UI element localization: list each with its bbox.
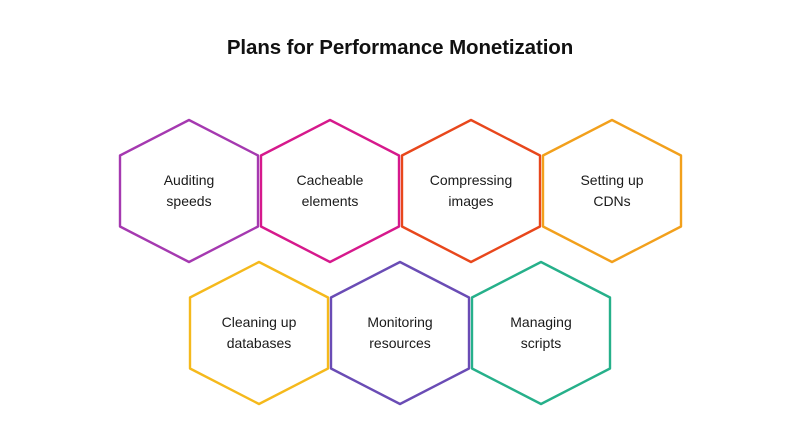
hexagon-label-line2: elements [301, 193, 359, 209]
hexagon-label-line2: CDNs [593, 193, 631, 209]
hexagon-compressing-images[interactable] [400, 118, 542, 264]
hexagon-label-compressing-images: Compressing images [412, 120, 530, 262]
hexagon-label-line1: Managing [510, 314, 572, 330]
hexagon-label-line2: scripts [520, 335, 562, 351]
hexagon-label-line2: resources [369, 335, 431, 351]
hexagon-label-line1: Compressing [429, 172, 513, 188]
hexagon-setting-up-cdns[interactable] [541, 118, 683, 264]
hexagon-label-cacheable-elements: Cacheable elements [271, 120, 389, 262]
hexagon-auditing-speeds[interactable] [118, 118, 260, 264]
hexagon-cleaning-up-databases[interactable] [188, 260, 330, 406]
hexagon-managing-scripts[interactable] [470, 260, 612, 406]
hexagon-label-line1: Setting up [580, 172, 644, 188]
hexagon-label-line2: speeds [166, 193, 212, 209]
hexagon-label-cleaning-up-databases: Cleaning up databases [200, 262, 318, 404]
hexagon-label-line2: databases [226, 335, 292, 351]
hexagon-cacheable-elements[interactable] [259, 118, 401, 264]
hexagon-label-line1: Auditing [163, 172, 215, 188]
hexagon-label-line2: images [448, 193, 494, 209]
hexagon-label-line1: Cacheable [296, 172, 364, 188]
hexagon-label-monitoring-resources: Monitoring resources [341, 262, 459, 404]
hexagon-label-line1: Cleaning up [221, 314, 297, 330]
hexagon-label-auditing-speeds: Auditing speeds [130, 120, 248, 262]
hexagon-label-line1: Monitoring [367, 314, 433, 330]
hexagon-label-setting-up-cdns: Setting up CDNs [553, 120, 671, 262]
page-title: Plans for Performance Monetization [226, 36, 574, 59]
hexagon-label-managing-scripts: Managing scripts [482, 262, 600, 404]
hexagon-monitoring-resources[interactable] [329, 260, 471, 406]
